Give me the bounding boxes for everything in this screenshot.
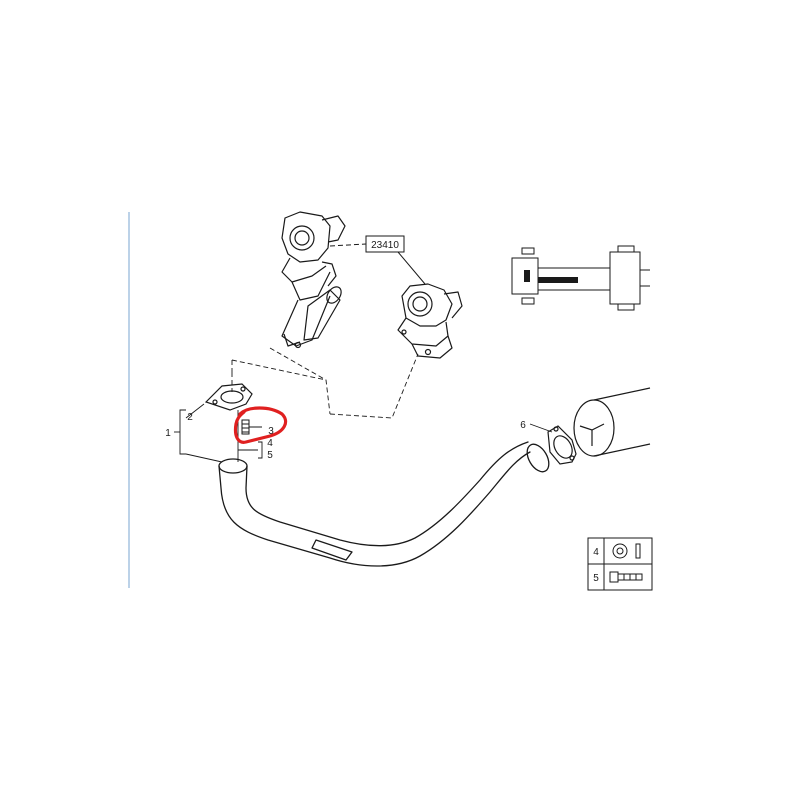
explode-dashed-lines <box>231 347 419 419</box>
stud-part <box>241 419 262 435</box>
gasket-part <box>204 383 253 411</box>
callout-5: 5 <box>267 450 273 461</box>
reference-label: 23410 <box>371 240 399 251</box>
highlight-circle <box>233 406 288 444</box>
legend-row-1-number: 4 <box>593 547 599 558</box>
callout-3: 3 <box>268 426 274 437</box>
callout-2: 2 <box>187 412 193 423</box>
bolt-icon <box>609 571 643 583</box>
fastener-legend: 4 5 <box>587 537 653 591</box>
clamp-part <box>547 425 577 465</box>
callout-4: 4 <box>267 438 273 449</box>
callout-1: 1 <box>165 428 171 439</box>
muffler-part <box>573 387 651 457</box>
washer-icon <box>612 543 641 559</box>
vehicle-location-diagram <box>511 245 650 311</box>
reference-callout: 23410 <box>329 235 426 285</box>
callout-brackets <box>174 403 553 463</box>
exhaust-pipe <box>218 441 550 567</box>
turbo-housing <box>397 283 463 359</box>
legend-row-2-number: 5 <box>593 573 599 584</box>
callout-6: 6 <box>520 420 526 431</box>
manifold-assembly <box>281 211 346 349</box>
